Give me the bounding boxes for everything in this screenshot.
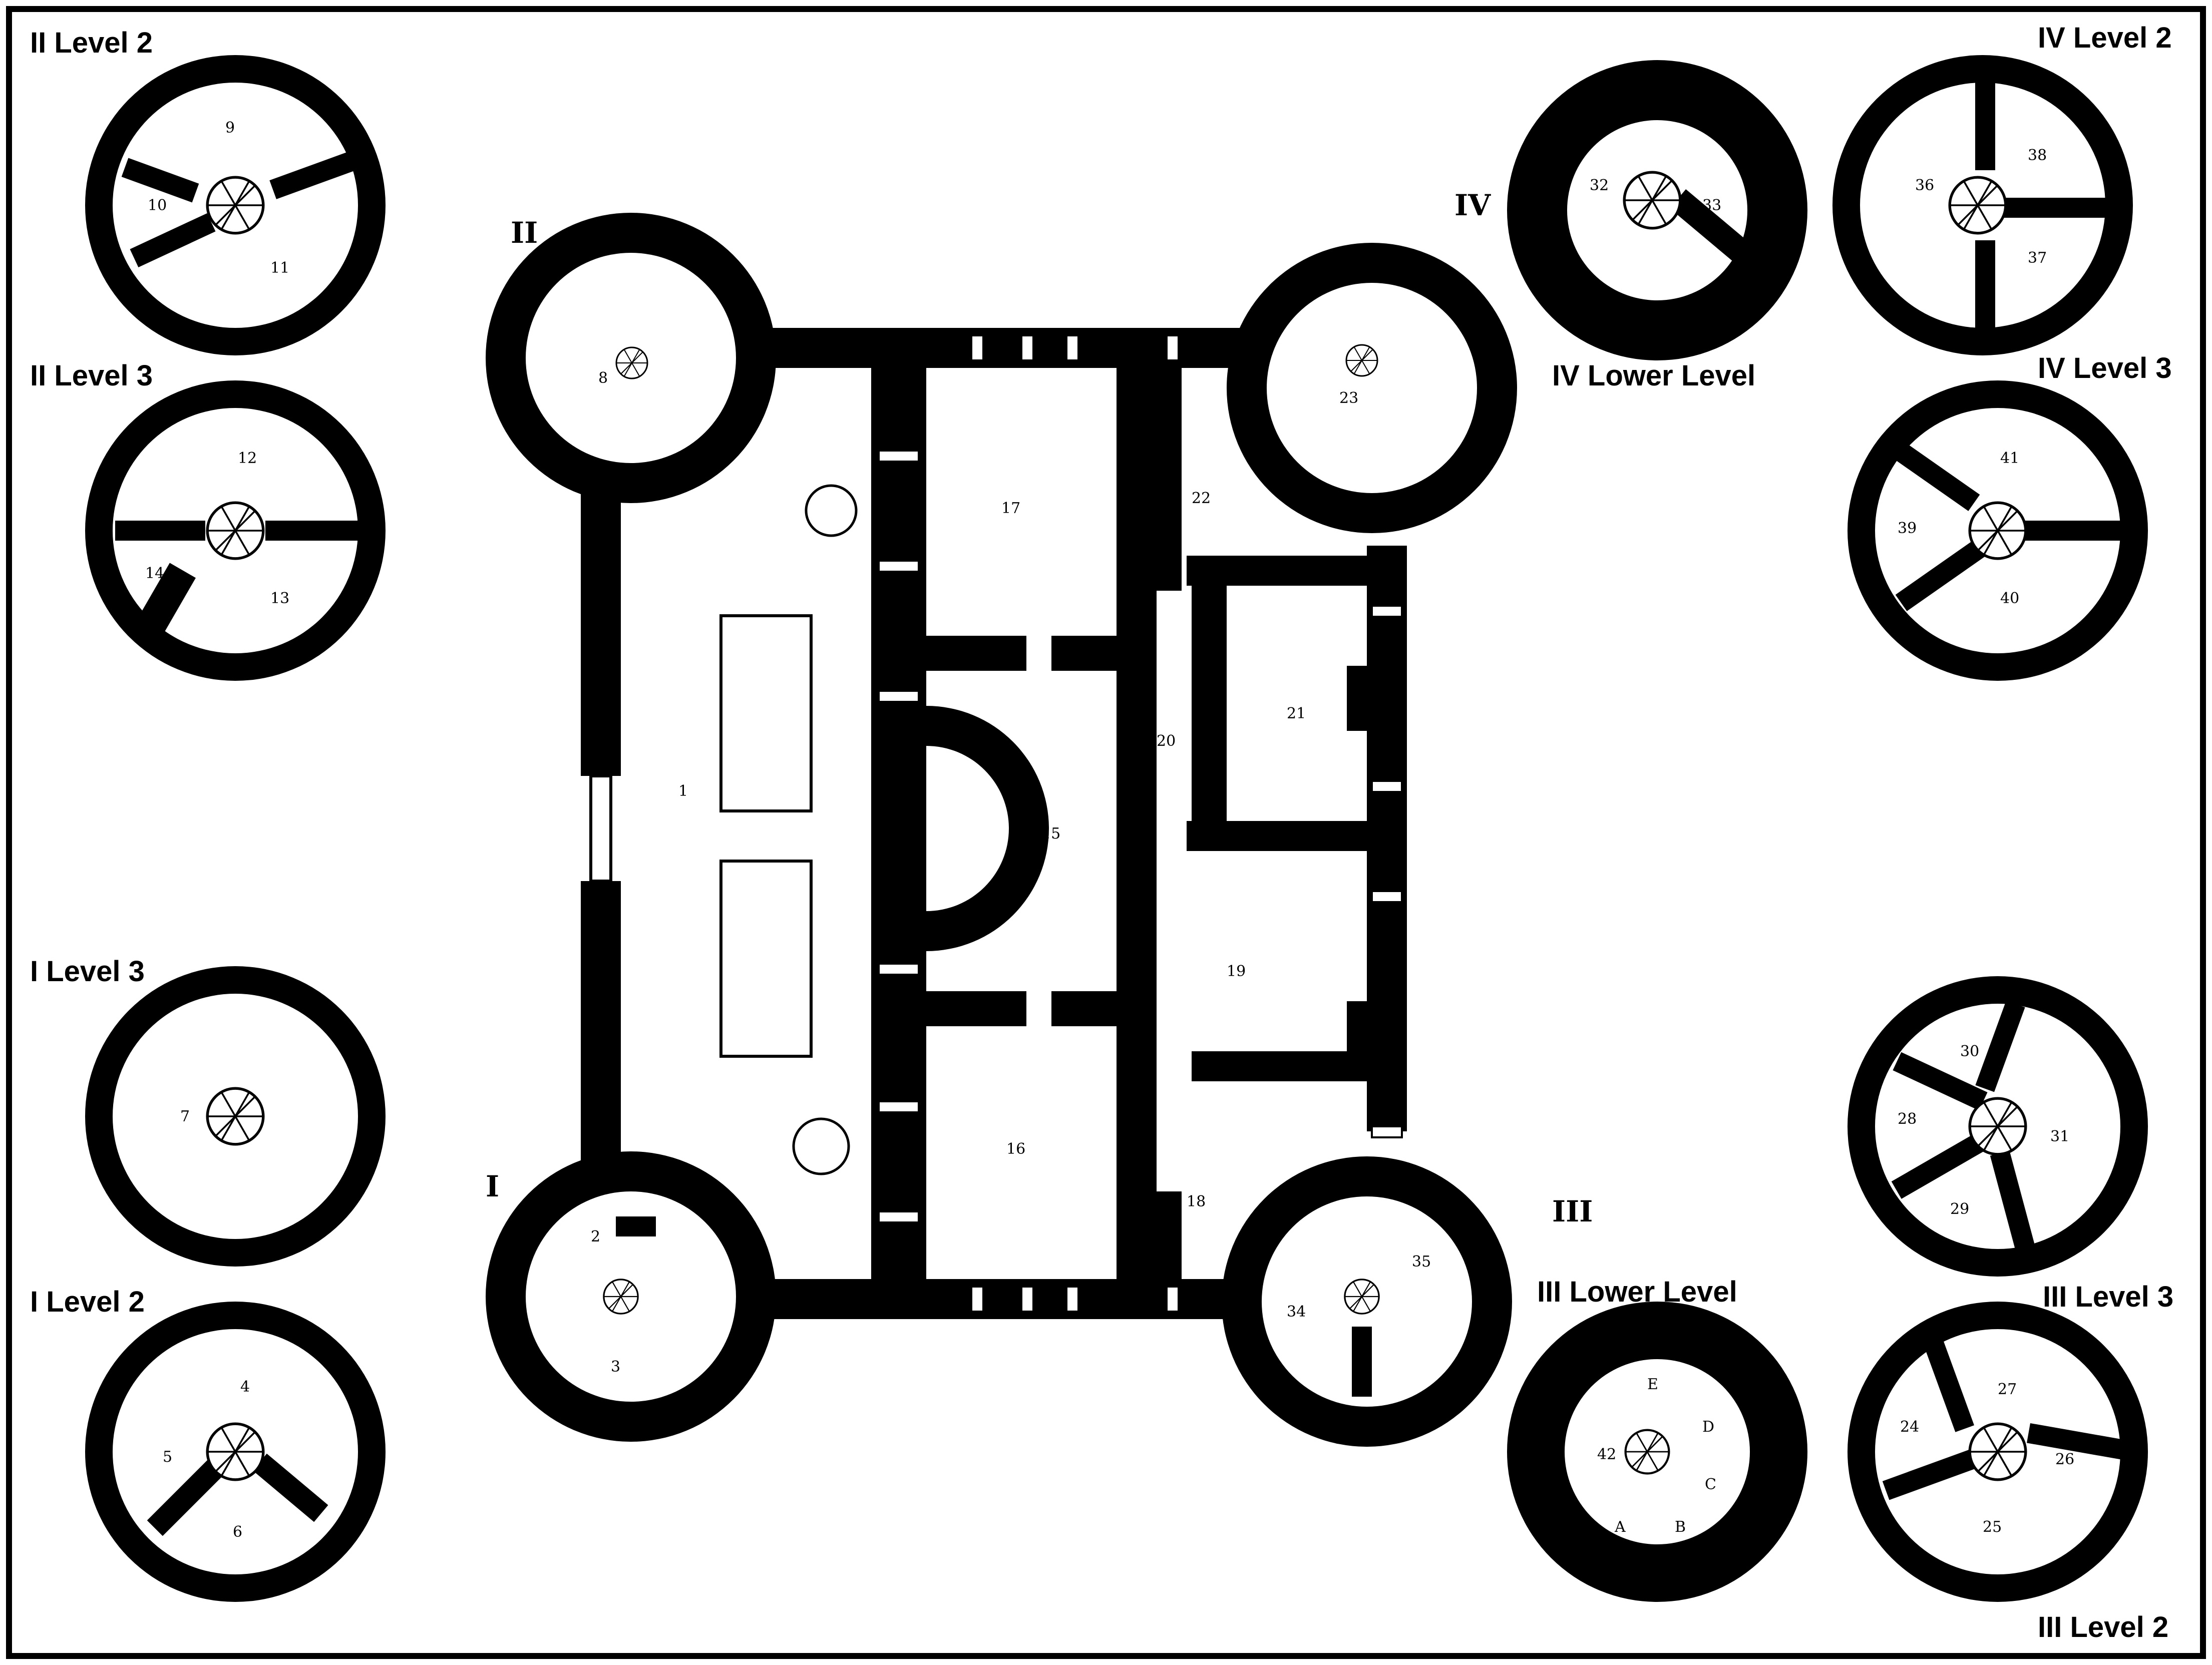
room-37: 37: [2028, 249, 2047, 267]
bush-south: [792, 1117, 850, 1175]
fireplace-19: [1347, 1001, 1377, 1081]
label-i-level-2: I Level 2: [30, 1286, 145, 1318]
room-7: 7: [180, 1108, 190, 1125]
tower-numeral-i: I: [486, 1169, 499, 1203]
room-18: 18: [1187, 1193, 1206, 1210]
label-iii-level-3: III Level 3: [2043, 1281, 2173, 1313]
cell-d: D: [1702, 1418, 1714, 1436]
wall-20-21-w: [1192, 581, 1227, 831]
room-21: 21: [1287, 705, 1306, 722]
room-5: 5: [163, 1448, 172, 1466]
room-27: 27: [1998, 1381, 2017, 1398]
label-iv-level-2: IV Level 2: [2038, 22, 2172, 54]
wall-17-15b: [1051, 636, 1117, 671]
west-curtain-wall-lower: [581, 881, 621, 1191]
room-33: 33: [1702, 197, 1721, 214]
room-36: 36: [1915, 177, 1934, 194]
fireplace-21: [1347, 666, 1377, 731]
room-1: 1: [678, 782, 688, 800]
label-i-level-3: I Level 3: [30, 955, 145, 988]
map-border: [6, 6, 2206, 1659]
west-gate-bars: [589, 774, 612, 883]
room-10: 10: [148, 197, 167, 214]
room-15: 15: [1041, 825, 1060, 843]
label-ii-level-2: II Level 2: [30, 27, 153, 59]
wall-22-w-pillar: [1142, 350, 1182, 591]
room-30: 30: [1960, 1043, 1979, 1060]
room-40: 40: [2000, 590, 2019, 607]
tower-iii-lower-level-plan: [1507, 1302, 1807, 1602]
room-17: 17: [1001, 500, 1020, 517]
room-35: 35: [1412, 1253, 1431, 1271]
room-22: 22: [1192, 490, 1211, 507]
room-numbers: 1 2 3 4 5 6 7 8 9 10 11 12 13 14 15 16 1…: [145, 119, 2074, 1541]
tower-ii-level-2-plan: [85, 55, 386, 355]
wall-15-16: [926, 991, 1026, 1026]
tower-i-main: [486, 1151, 776, 1442]
room-39: 39: [1898, 520, 1917, 537]
cell-b: B: [1675, 1518, 1686, 1536]
wall-19-18: [1192, 1051, 1372, 1081]
room-28: 28: [1898, 1110, 1917, 1128]
tower-ii-level-3-plan: [85, 380, 386, 681]
cell-a: A: [1614, 1518, 1626, 1536]
room-12: 12: [238, 450, 257, 467]
room-34: 34: [1287, 1303, 1306, 1321]
pool-north: [719, 614, 813, 812]
label-iii-lower-level: III Lower Level: [1537, 1276, 1737, 1308]
room-25: 25: [1983, 1518, 2002, 1536]
room-19: 19: [1227, 963, 1246, 980]
room-29: 29: [1950, 1200, 1969, 1218]
room-8: 8: [598, 369, 608, 387]
wall-15-16b: [1051, 991, 1117, 1026]
bush-north: [805, 484, 858, 537]
wall-21-19: [1187, 821, 1372, 851]
cell-e: E: [1647, 1376, 1658, 1393]
wall-courtyard-east: [871, 345, 926, 1297]
tower-iv-level-2-plan: [1832, 55, 2133, 355]
label-iii-level-2: III Level 2: [2038, 1611, 2168, 1643]
room-2: 2: [591, 1228, 600, 1245]
tower-i-level-3-plan: [85, 966, 386, 1267]
apse-wall: [926, 706, 1049, 951]
tower-numeral-iii: III: [1552, 1194, 1593, 1228]
main-castle: [581, 328, 1407, 1319]
tower-numeral-ii: II: [511, 216, 538, 250]
tower-iv-main: [1227, 243, 1517, 533]
room-11: 11: [270, 259, 289, 277]
label-ii-level-3: II Level 3: [30, 359, 153, 392]
tower-iii-level-3-plan: [1848, 976, 2148, 1277]
room-38: 38: [2028, 147, 2047, 164]
room-9: 9: [225, 119, 235, 137]
room-42: 42: [1597, 1446, 1616, 1463]
room-31: 31: [2050, 1128, 2069, 1145]
pool-south: [719, 860, 813, 1058]
wall-17-15: [926, 636, 1026, 671]
room-13: 13: [270, 590, 289, 607]
room-41: 41: [2000, 450, 2019, 467]
room-16: 16: [1006, 1140, 1025, 1158]
label-iv-lower-level: IV Lower Level: [1552, 359, 1755, 392]
room-24: 24: [1900, 1418, 1919, 1436]
room-26: 26: [2055, 1451, 2074, 1468]
room-32: 32: [1590, 177, 1609, 194]
tower-iii-level-2-plan: [1848, 1302, 2148, 1602]
tower-iii-main: [1222, 1156, 1512, 1447]
window-slits: [878, 334, 1403, 1313]
tower-i-level-2-plan: [85, 1302, 386, 1602]
room-14: 14: [145, 565, 164, 582]
west-curtain-wall-upper: [581, 501, 621, 776]
room-4: 4: [240, 1378, 250, 1396]
tower-iv-lower-level-plan: [1507, 60, 1807, 360]
tower-iv-level-3-plan: [1848, 380, 2148, 681]
tower-numeral-iv: IV: [1454, 188, 1491, 222]
room-23: 23: [1339, 389, 1358, 407]
cell-c: C: [1705, 1476, 1716, 1493]
room-3: 3: [611, 1358, 620, 1376]
tower-ii-main: [486, 213, 776, 513]
room-6: 6: [233, 1523, 242, 1541]
label-iv-level-3: IV Level 3: [2038, 352, 2172, 384]
room-20: 20: [1157, 732, 1176, 750]
